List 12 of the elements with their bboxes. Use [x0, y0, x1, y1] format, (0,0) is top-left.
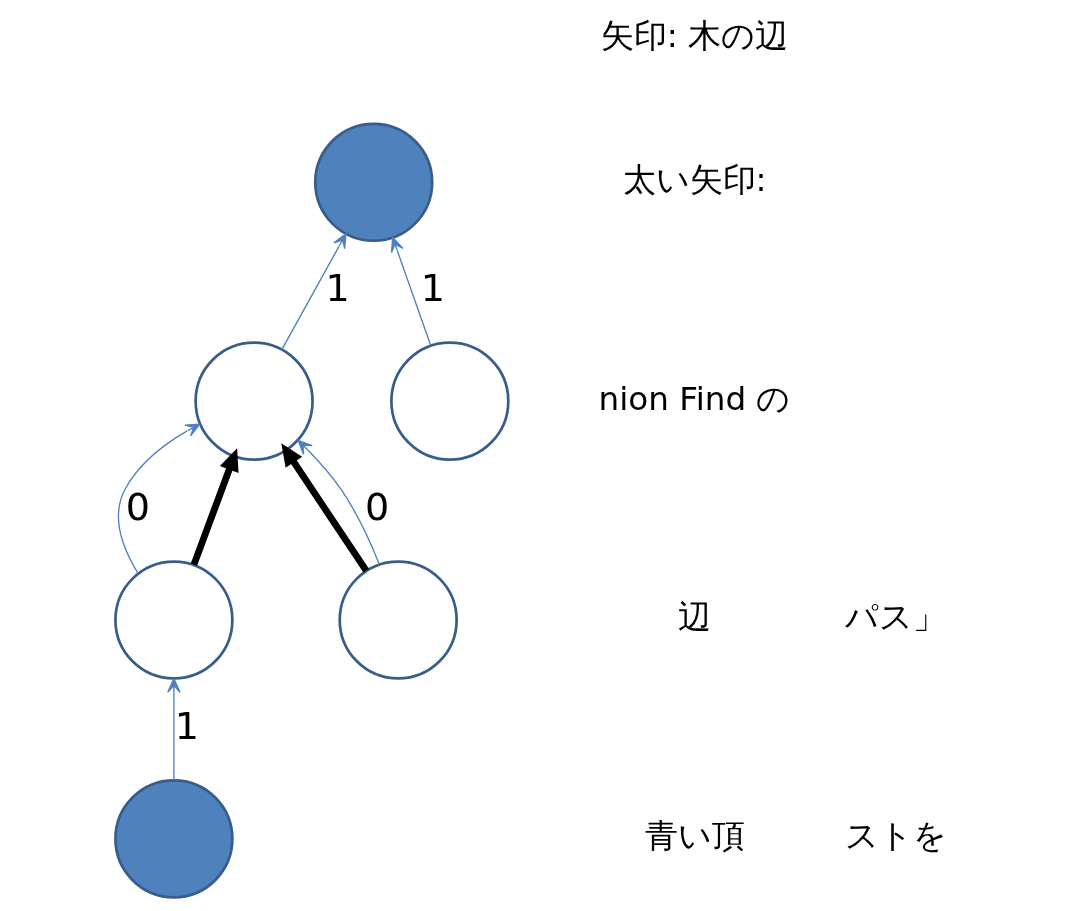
label: 辺: [677, 598, 711, 637]
edge-label: 0: [125, 484, 150, 529]
label: パス」: [844, 598, 946, 637]
label: 青い頂: [644, 817, 745, 856]
edge-label: 1: [420, 266, 445, 311]
label: 矢印: 木の辺: [600, 16, 788, 55]
edge-label: 0: [364, 484, 389, 529]
label: 太い矢印:: [622, 160, 767, 199]
label: ストを: [844, 817, 947, 856]
label: nion Find の: [598, 379, 790, 418]
edge-label: 1: [325, 266, 350, 311]
edge-label: 1: [174, 703, 199, 748]
